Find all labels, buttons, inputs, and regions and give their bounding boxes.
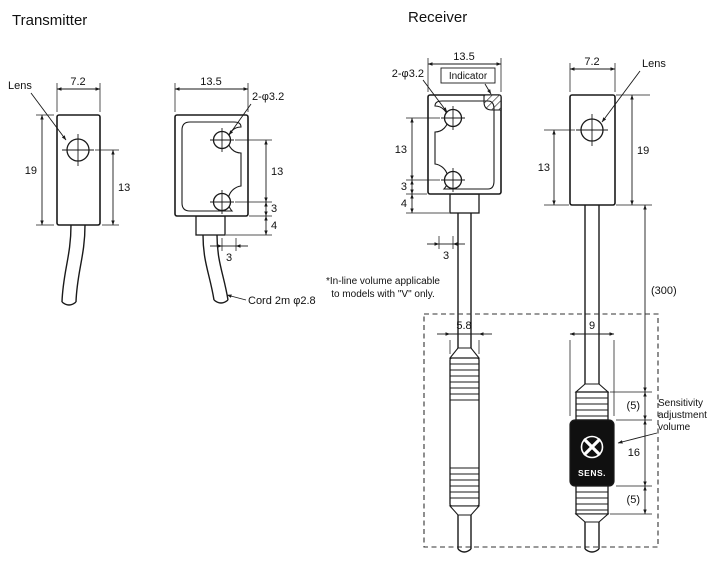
transmitter-title: Transmitter: [12, 12, 87, 29]
case-inner-contour: [434, 100, 495, 190]
sens-label: SENS.: [578, 468, 606, 478]
case-inner-contour: [181, 121, 242, 212]
receiver-front-view: 7.2 Lens 13 19 (300): [538, 56, 677, 393]
dim-body-height: 16: [628, 447, 640, 459]
connector-taper-bottom: [574, 513, 610, 523]
dim-height: 19: [637, 145, 649, 157]
dim-edge-3: 3: [271, 203, 277, 215]
cord-end: [213, 299, 229, 304]
cord-bushing: [449, 193, 480, 214]
ribs-top: [575, 391, 609, 421]
connector-taper-bottom: [448, 505, 481, 516]
connector-body: [449, 357, 480, 507]
cord-bushing: [195, 215, 226, 236]
dim-edge-4: 4: [271, 220, 277, 232]
dim-hole-pitch: 13: [271, 166, 283, 178]
dim-bottom-3: 3: [226, 252, 232, 264]
indicator-callout-box: [440, 67, 496, 84]
holes-label: 2-φ3.2: [252, 91, 284, 103]
cord-label: Cord 2m φ2.8: [248, 295, 316, 307]
dim-plain-width: 5.8: [456, 320, 471, 332]
inline-volume-section: *In-line volume applicable to models wit…: [326, 276, 707, 553]
transmitter-side-body: [174, 114, 249, 217]
cord-end: [61, 301, 77, 306]
connector-taper-top: [448, 347, 481, 359]
dim-lens-offset: 13: [538, 162, 550, 174]
adjuster-screw-icon[interactable]: [580, 435, 604, 459]
sensitivity-label-2: adjustment: [658, 410, 707, 421]
sensitivity-label-1: Sensitivity: [658, 398, 703, 409]
cord-line: [61, 224, 72, 303]
cord-end: [457, 548, 472, 553]
plain-inline-connector: 5.8: [437, 320, 492, 553]
receiver-front-body: [569, 94, 616, 206]
cord-end: [584, 548, 600, 553]
sensitivity-label-3: volume: [658, 422, 691, 433]
dim-cable-length: (300): [651, 285, 677, 297]
indicator-label: Indicator: [449, 71, 488, 82]
transmitter-front-body: [56, 114, 101, 226]
dim-width: 7.2: [70, 76, 85, 88]
note-line-1: *In-line volume applicable: [326, 276, 440, 287]
dim-height: 19: [25, 165, 37, 177]
transmitter-side-view: 13.5 2-φ3.2 13 3 4 3 Cord 2m φ2.8: [174, 76, 316, 307]
dim-bottom-3: 3: [443, 250, 449, 262]
cord-line: [216, 234, 229, 301]
ribs-bottom: [575, 485, 609, 515]
dim-hole-pitch: 13: [395, 144, 407, 156]
transmitter-front-view: 7.2 Lens 19 13: [8, 76, 130, 306]
lens-label: Lens: [8, 80, 32, 92]
dim-bottom-offset: (5): [627, 494, 640, 506]
cord-line: [202, 234, 215, 301]
dim-width: 7.2: [584, 56, 599, 68]
receiver-side-view: 13.5 2-φ3.2 Indicator 13 3 4 3: [392, 51, 502, 350]
connector-taper-top: [574, 383, 610, 393]
holes-label: 2-φ3.2: [392, 68, 424, 80]
dim-edge-4: 4: [401, 198, 407, 210]
lens-label: Lens: [642, 58, 666, 70]
dim-edge-3: 3: [401, 181, 407, 193]
dim-width: 13.5: [200, 76, 221, 88]
inline-volume-boundary: [423, 313, 659, 548]
dim-top-offset: (5): [627, 400, 640, 412]
cord-line: [75, 224, 86, 303]
dim-width: 13.5: [453, 51, 474, 63]
receiver-title: Receiver: [408, 9, 467, 26]
volume-inline-connector: 9 SENS.: [569, 320, 615, 553]
dim-volume-width: 9: [589, 320, 595, 332]
note-line-2: to models with "V" only.: [331, 289, 435, 300]
dim-lens-offset: 13: [118, 182, 130, 194]
